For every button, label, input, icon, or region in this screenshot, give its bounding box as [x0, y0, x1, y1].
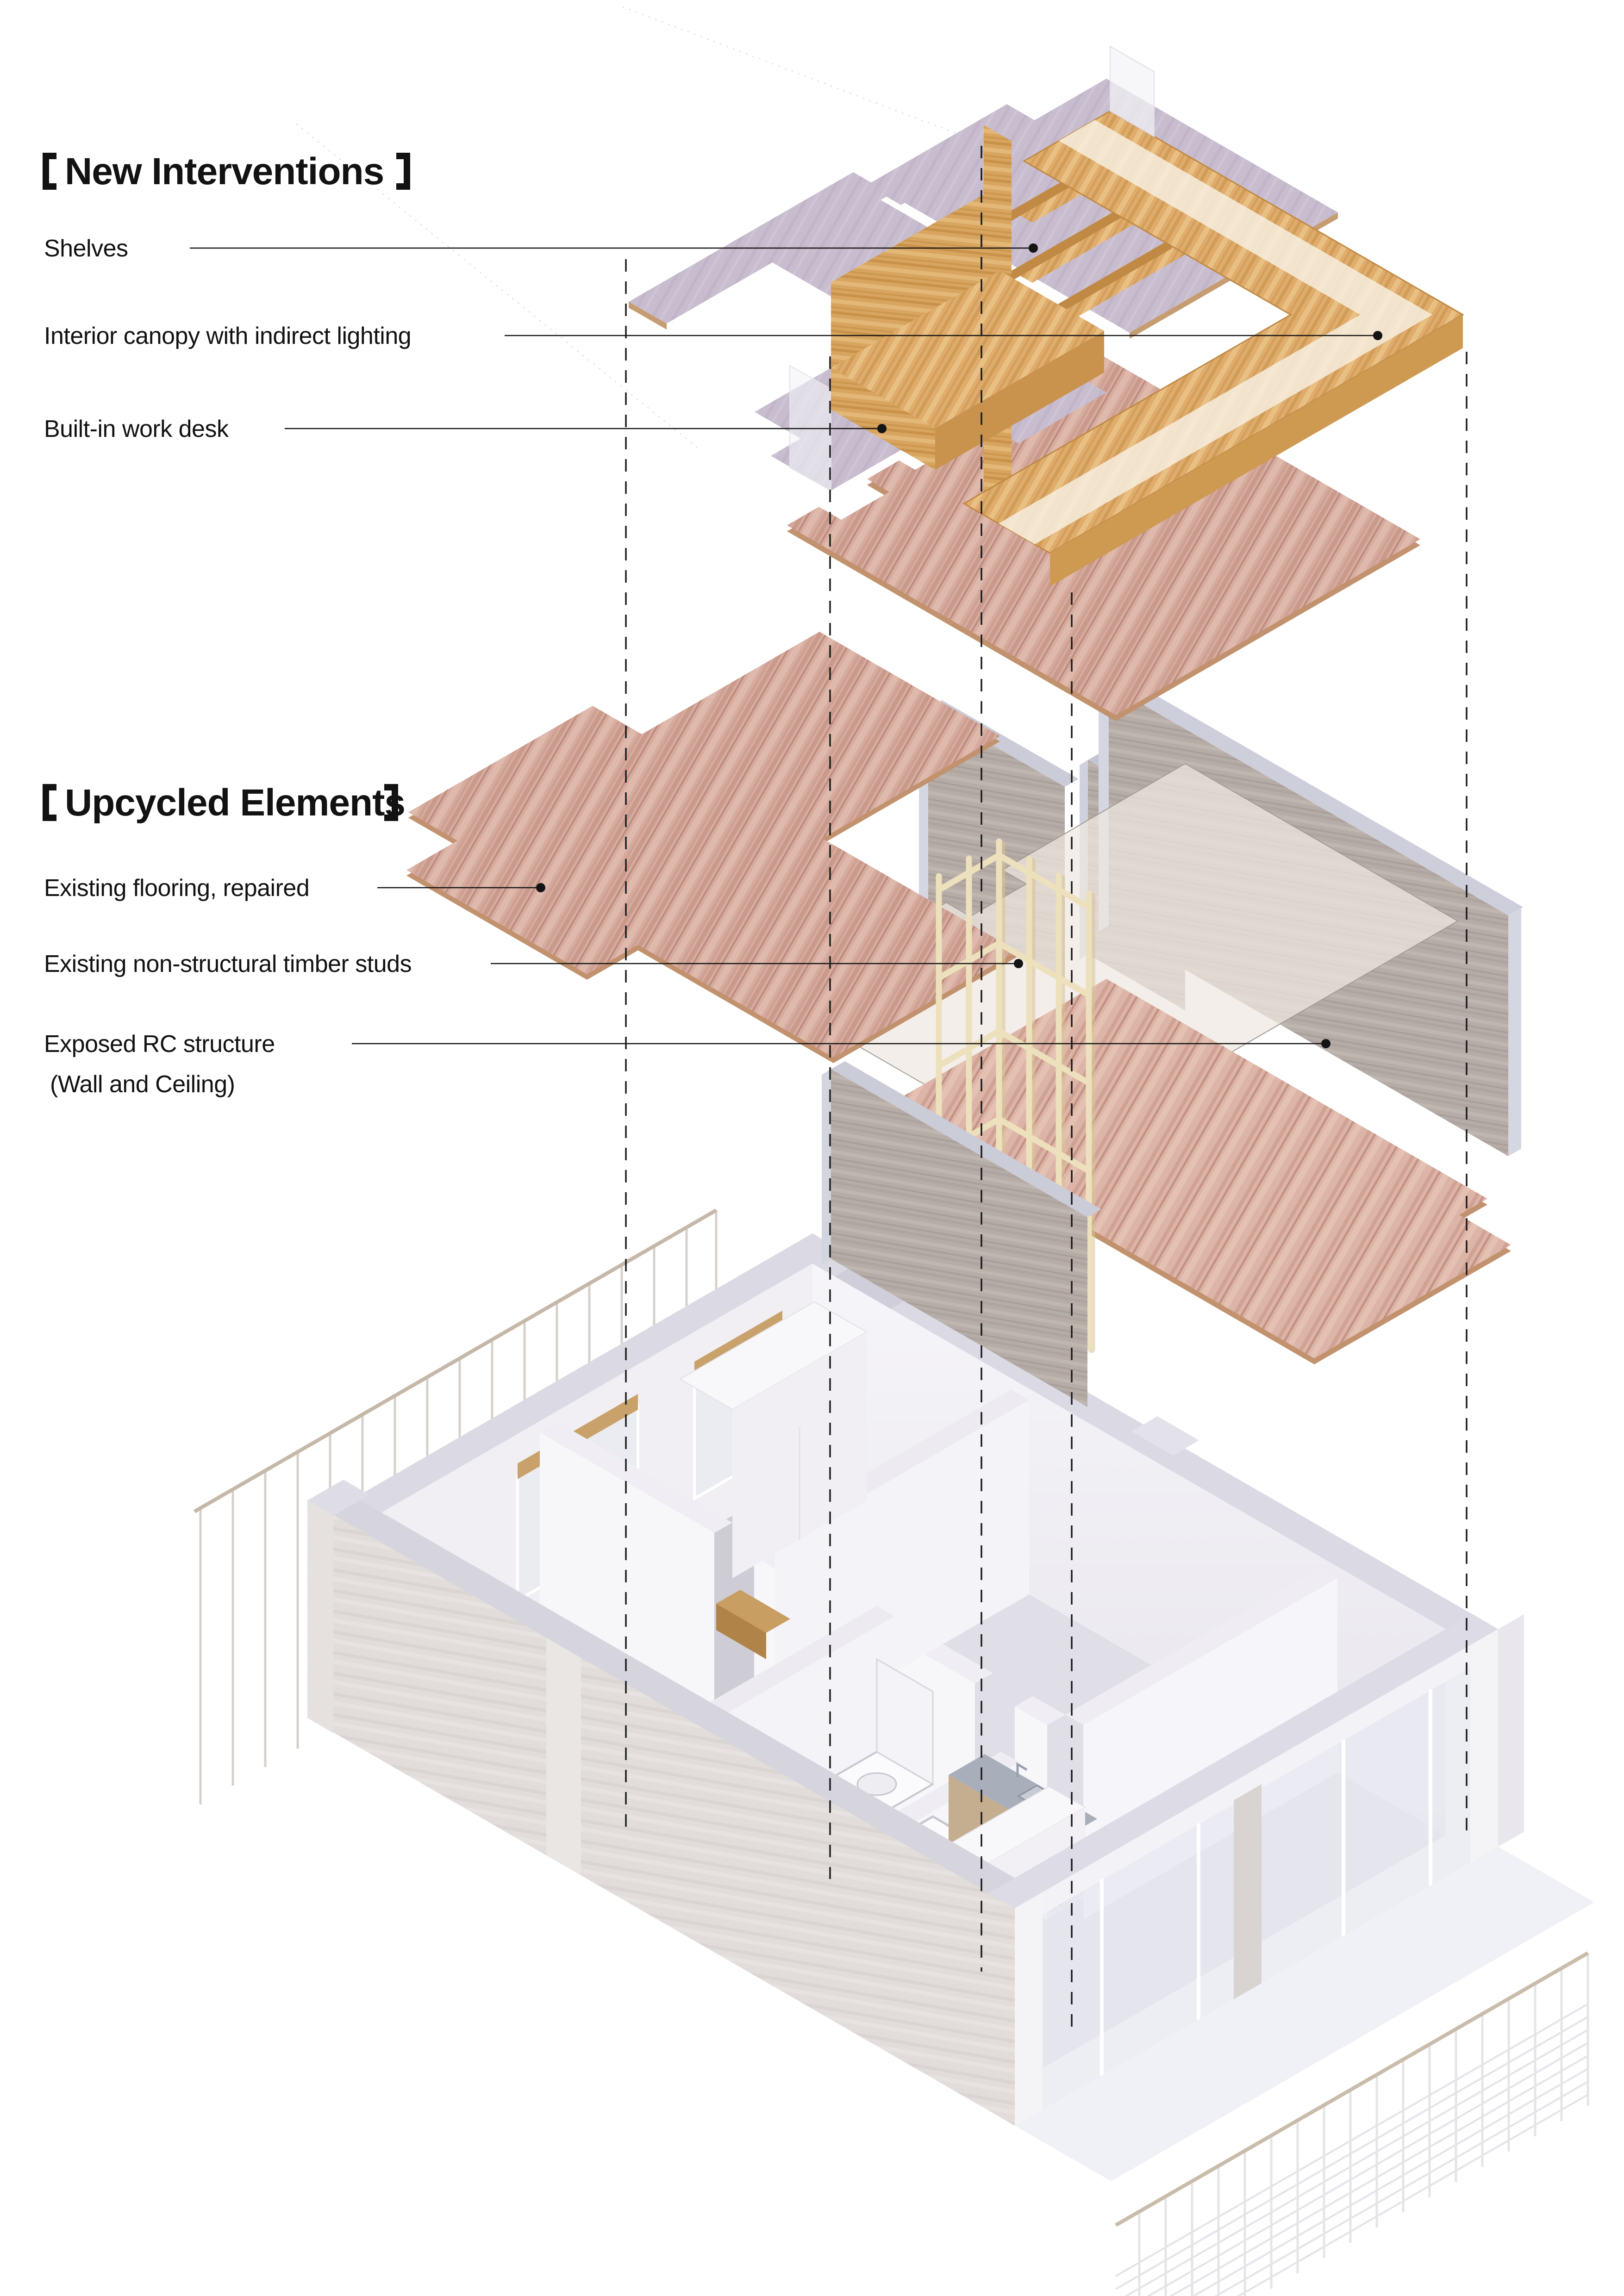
lenticular-bracket-open-icon: [43, 784, 56, 821]
leader-dot-canopy: [1373, 331, 1382, 340]
section-title-new-interventions: New Interventions: [43, 150, 410, 193]
label-shelves: Shelves: [44, 235, 128, 262]
se-balcony-handrail: [1115, 1951, 1589, 2227]
se-pilaster: [1234, 1784, 1262, 2018]
lenticular-bracket-close-icon: [384, 784, 398, 821]
section-title-text: New Interventions: [65, 150, 384, 193]
leader-dot-flooring: [536, 883, 545, 892]
interior-canopy: [962, 45, 1464, 586]
se-balcony: [1015, 1847, 1594, 2296]
shelf-panel: [867, 104, 1041, 205]
sw-pilaster: [546, 1638, 581, 1875]
w-corner-pilaster: [307, 1480, 369, 1516]
canopy-end-glass: [1110, 45, 1155, 137]
se-corner-column-s: [1015, 1892, 1043, 2126]
desk-worktop: [831, 271, 1104, 428]
projection-dashed-lines: [625, 146, 1468, 2027]
closet: [679, 1301, 868, 1578]
layer-upcycled-elements: [406, 632, 1523, 1364]
label-canopy: Interior canopy with indirect lighting: [44, 323, 411, 349]
vanity-sink: [819, 1658, 935, 1818]
rc-wall-lower: [822, 1061, 1101, 1407]
se-header: [1015, 1629, 1498, 1930]
se-balcony-floor: [1015, 1847, 1594, 2181]
annotations: New Interventions Shelves Interior canop…: [43, 150, 1382, 1098]
desk-back-panel: [831, 185, 1000, 368]
existing-apartment-model: [193, 1208, 1594, 2296]
section-title-upcycled-elements: Upcycled Elements: [43, 782, 406, 824]
lenticular-bracket-open-icon: [43, 153, 56, 190]
sw-wall-top: [329, 1497, 1041, 1908]
leader-dot-studs: [1014, 959, 1023, 968]
leader-dot-rc: [1321, 1039, 1330, 1048]
e-corner-pilaster: [1498, 1614, 1524, 1847]
lenticular-bracket-close-icon: [396, 153, 410, 190]
desk-front-fascia: [831, 368, 935, 470]
se-wall-top: [989, 1614, 1498, 1908]
leader-dot-desk: [877, 424, 887, 433]
existing-flooring-panel-right: [882, 979, 1511, 1364]
se-corner-column-e: [1470, 1629, 1498, 1863]
label-rc-structure: Exposed RC structure: [44, 1031, 275, 1058]
label-desk: Built-in work desk: [44, 416, 229, 442]
sw-wall: [307, 1480, 1041, 2126]
faint-guide-lines: [296, 6, 1112, 449]
built-in-desk: [789, 185, 1104, 492]
se-balcony-slats: [1116, 1953, 1588, 2296]
canopy-fascia: [1050, 315, 1463, 586]
entry-niche: [835, 1261, 917, 1309]
layer-new-interventions: [629, 45, 1464, 721]
ne-wall-top: [787, 1233, 1498, 1644]
desk-side-fascia: [935, 331, 1104, 470]
existing-flooring-panel: [406, 632, 1018, 1063]
section-title-text: Upcycled Elements: [65, 782, 405, 824]
canopy-light-band: [999, 120, 1432, 544]
nw-wall-top: [329, 1233, 838, 1528]
wall-bench-wood: [716, 1590, 790, 1659]
nw-balcony-handrail: [193, 1208, 718, 1513]
leader-dot-shelves: [1029, 243, 1038, 253]
label-rc-structure-sub: (Wall and Ceiling): [50, 1071, 235, 1098]
ne-pilaster: [1131, 1416, 1199, 1456]
se-glass-wall: [989, 1614, 1524, 2126]
label-studs: Existing non-structural timber studs: [44, 951, 412, 977]
label-flooring: Existing flooring, repaired: [44, 875, 309, 902]
